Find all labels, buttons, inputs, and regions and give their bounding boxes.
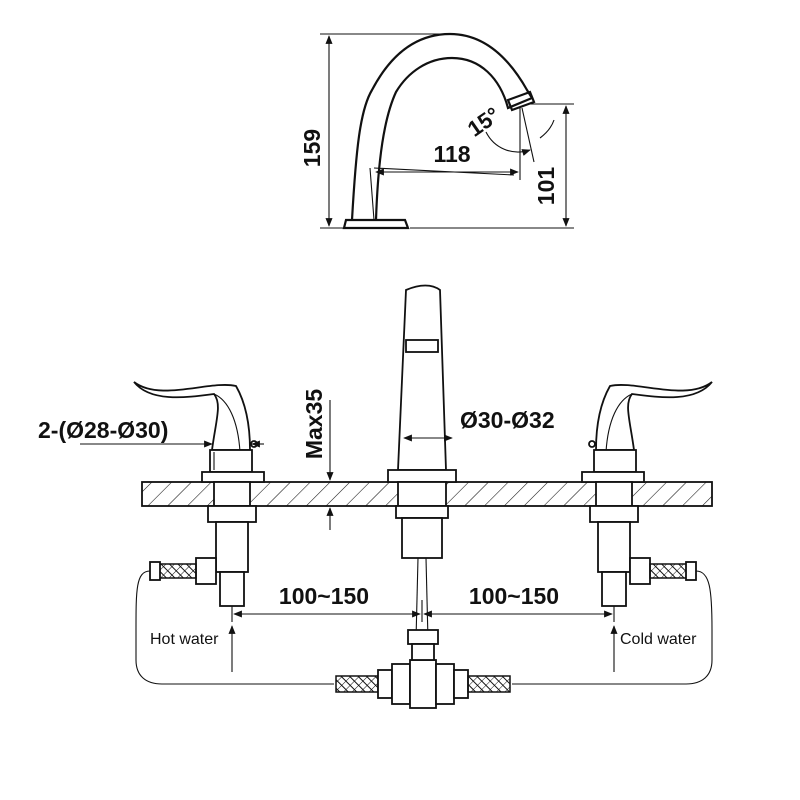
hot-water-label: Hot water — [150, 631, 219, 648]
right-handle — [581, 381, 713, 607]
side-reach-label: 118 — [433, 141, 470, 167]
spout-hole-label: Ø30-Ø32 — [460, 407, 555, 433]
front-view: 2-(Ø28-Ø30) Max35 Ø30-Ø32 100~150 100~15… — [38, 284, 713, 709]
supply-lines — [135, 557, 713, 709]
center-spout — [387, 284, 457, 641]
right-spacing-label: 100~150 — [469, 583, 559, 609]
left-spacing-label: 100~150 — [279, 583, 369, 609]
side-height-label: 159 — [299, 129, 325, 167]
max-thickness-label: Max35 — [301, 389, 327, 460]
side-view: 159 101 118 15° — [299, 32, 574, 230]
handle-hole-label: 2-(Ø28-Ø30) — [38, 417, 168, 443]
cold-water-label: Cold water — [620, 631, 697, 648]
side-spout-height-label: 101 — [533, 167, 559, 206]
side-spout-outline — [350, 32, 534, 221]
left-handle — [133, 381, 265, 607]
side-base-plate — [342, 218, 410, 230]
side-angle-label: 15° — [463, 102, 505, 142]
